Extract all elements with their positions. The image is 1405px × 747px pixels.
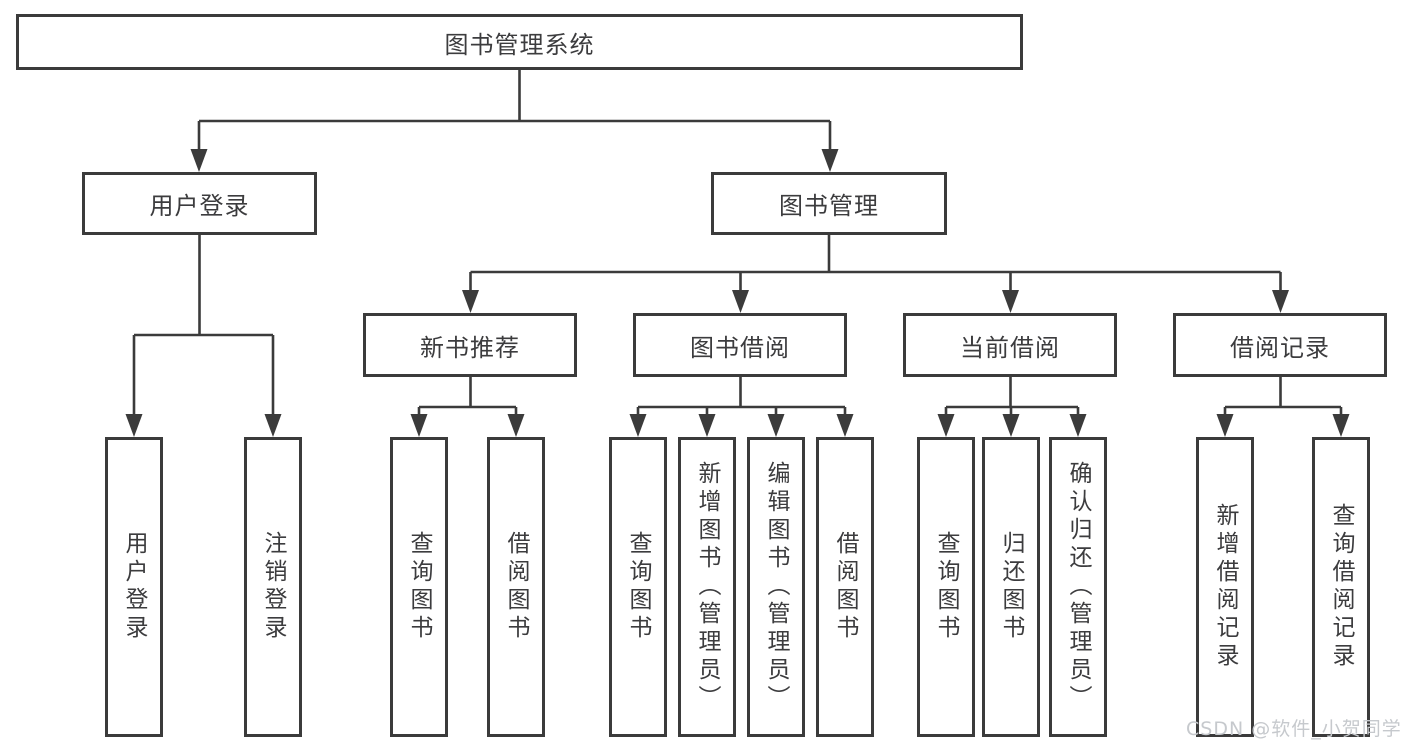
leaf-current-query-books-label: 查询图书 xyxy=(933,531,959,643)
leaf-current-confirm-return-admin-label: 确认归还（管理员） xyxy=(1065,461,1091,713)
csdn-watermark: CSDN @软件_小贺同学 xyxy=(1186,718,1402,740)
leaf-newbooks-query-books-label: 查询图书 xyxy=(406,531,432,643)
node-new-book-recommend-label: 新书推荐 xyxy=(420,333,520,362)
leaf-borrow-add-books-admin-label: 新增图书（管理员） xyxy=(694,461,720,713)
leaf-user-login: 用户登录 xyxy=(105,437,163,737)
node-book-management-label: 图书管理 xyxy=(779,192,879,220)
node-book-management: 图书管理 xyxy=(711,172,947,235)
node-user-login: 用户登录 xyxy=(82,172,317,235)
leaf-current-query-books: 查询图书 xyxy=(917,437,975,737)
leaf-user-login-label: 用户登录 xyxy=(121,531,147,643)
leaf-borrow-borrow-books: 借阅图书 xyxy=(816,437,874,737)
leaf-borrow-query-books: 查询图书 xyxy=(609,437,667,737)
node-root-library-system: 图书管理系统 xyxy=(16,14,1023,70)
node-root-label: 图书管理系统 xyxy=(444,30,595,59)
node-borrow-records: 借阅记录 xyxy=(1173,313,1387,377)
node-new-book-recommend: 新书推荐 xyxy=(363,313,577,377)
leaf-records-query-record: 查询借阅记录 xyxy=(1312,437,1370,737)
leaf-borrow-edit-books-admin: 编辑图书（管理员） xyxy=(747,437,805,737)
leaf-borrow-edit-books-admin-label: 编辑图书（管理员） xyxy=(763,461,789,713)
leaf-records-add-record: 新增借阅记录 xyxy=(1196,437,1254,737)
leaf-newbooks-borrow-books-label: 借阅图书 xyxy=(503,531,529,643)
node-book-borrow-label: 图书借阅 xyxy=(690,333,790,362)
leaf-records-query-record-label: 查询借阅记录 xyxy=(1328,503,1354,671)
leaf-borrow-add-books-admin: 新增图书（管理员） xyxy=(678,437,736,737)
node-borrow-records-label: 借阅记录 xyxy=(1230,333,1330,362)
node-current-borrow-label: 当前借阅 xyxy=(960,333,1060,362)
leaf-logout: 注销登录 xyxy=(244,437,302,737)
node-current-borrow: 当前借阅 xyxy=(903,313,1117,377)
leaf-newbooks-query-books: 查询图书 xyxy=(390,437,448,737)
leaf-current-confirm-return-admin: 确认归还（管理员） xyxy=(1049,437,1107,737)
leaf-current-return-books-label: 归还图书 xyxy=(998,531,1024,643)
node-user-login-label: 用户登录 xyxy=(149,192,250,220)
leaf-logout-label: 注销登录 xyxy=(260,531,286,643)
leaf-newbooks-borrow-books: 借阅图书 xyxy=(487,437,545,737)
leaf-borrow-query-books-label: 查询图书 xyxy=(625,531,651,643)
leaf-borrow-borrow-books-label: 借阅图书 xyxy=(832,531,858,643)
node-book-borrow: 图书借阅 xyxy=(633,313,847,377)
leaf-current-return-books: 归还图书 xyxy=(982,437,1040,737)
leaf-records-add-record-label: 新增借阅记录 xyxy=(1212,503,1238,671)
